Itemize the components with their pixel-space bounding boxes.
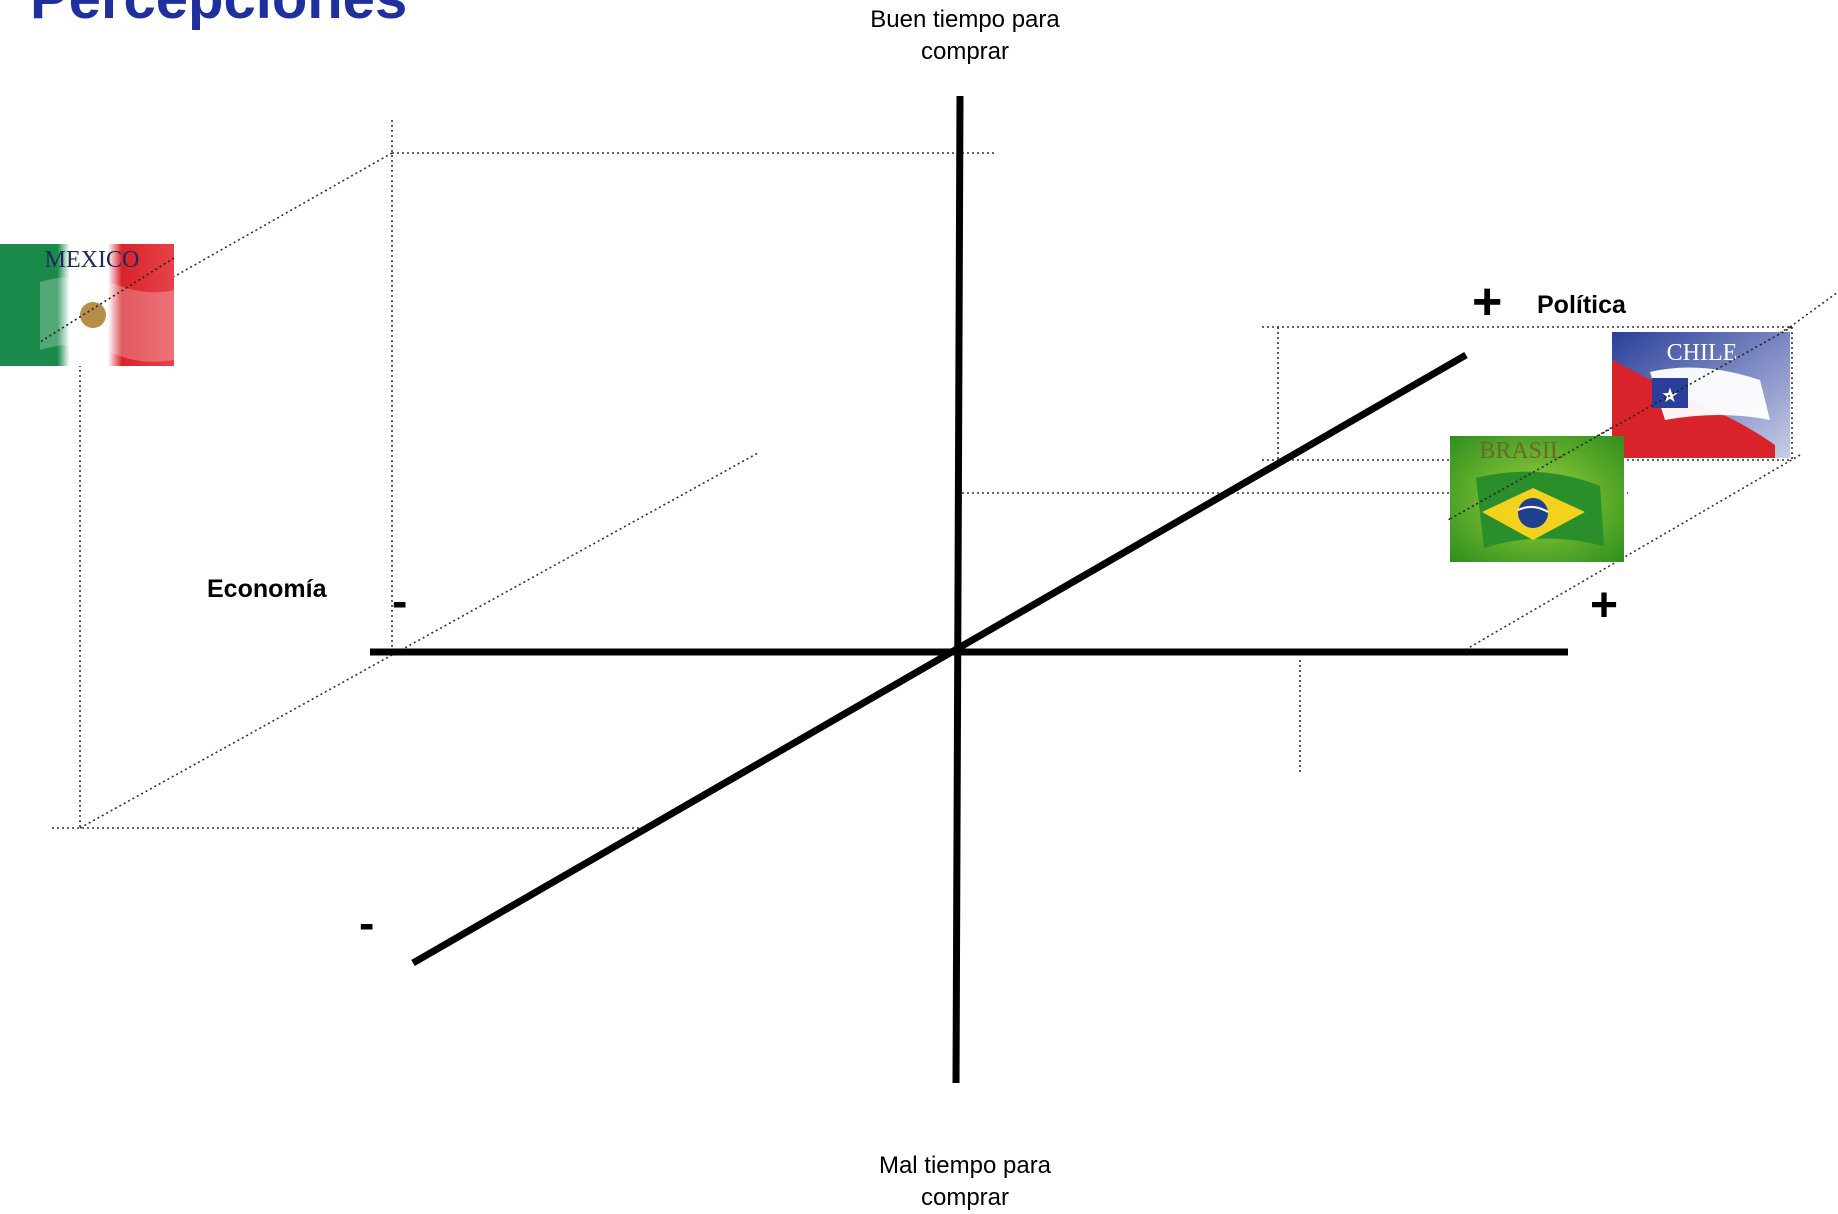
mexico-emblem-icon <box>80 302 106 328</box>
politica-plus-sign: + <box>1472 273 1503 331</box>
politica-axis <box>411 351 1468 967</box>
top-axis-label: Buen tiempo para comprar <box>845 4 1085 68</box>
brasil-globe-icon <box>1518 498 1548 528</box>
flag-brasil: BRASIL <box>1450 436 1624 562</box>
overlay-guide-lines <box>39 257 1793 521</box>
page-title: Percepciones <box>30 0 407 28</box>
politica-minus-sign: - <box>359 897 375 949</box>
economia-minus-sign: - <box>392 575 408 627</box>
flag-brasil-label: BRASIL <box>1479 438 1564 464</box>
top-axis-label-text: Buen tiempo para comprar <box>870 6 1060 65</box>
chile-canton <box>1652 378 1688 408</box>
guide-line <box>391 452 759 656</box>
bottom-axis-label-text: Mal tiempo para comprar <box>878 1152 1052 1211</box>
guide-lines <box>52 120 1838 829</box>
politica-axis-label: Política <box>1537 291 1626 319</box>
guide-line <box>39 257 175 343</box>
flag-mexico: MEXICO <box>0 244 174 366</box>
vertical-axis <box>952 95 964 1084</box>
bottom-axis-label: Mal tiempo para comprar <box>845 1150 1085 1214</box>
flag-chile: ★ CHILE <box>1612 332 1790 458</box>
economia-axis-label: Economía <box>207 575 327 603</box>
guide-line <box>1789 291 1838 328</box>
guide-line <box>79 654 393 829</box>
guide-line <box>1447 326 1793 521</box>
economia-plus-sign: + <box>1590 579 1619 632</box>
flag-chile-label: CHILE <box>1667 340 1738 366</box>
axes <box>370 95 1568 1084</box>
flag-mexico-label: MEXICO <box>45 247 140 273</box>
